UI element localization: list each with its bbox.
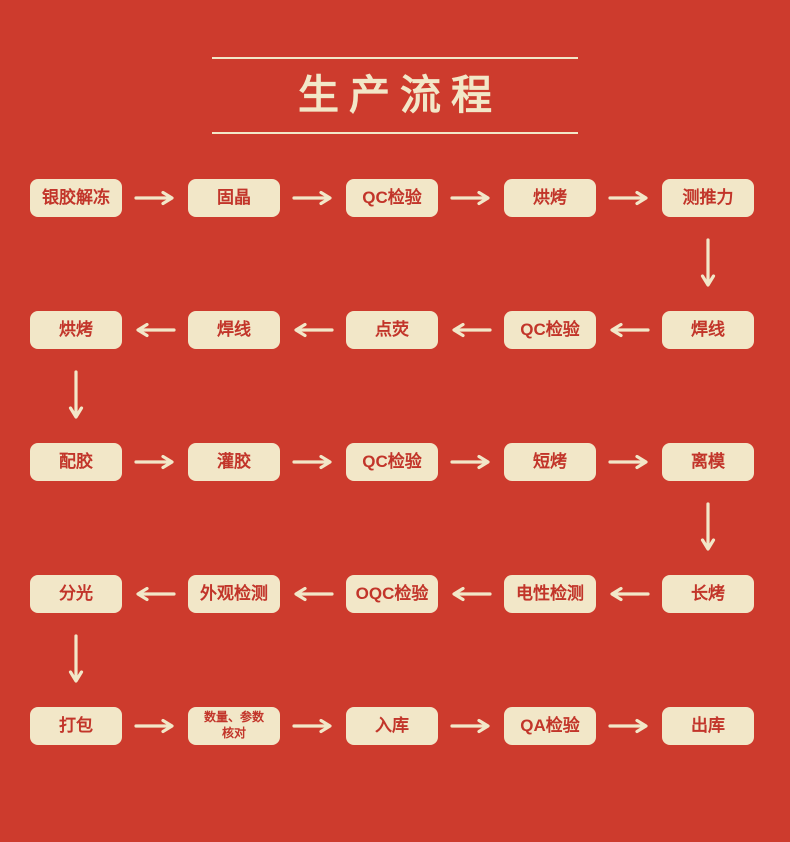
arrow-left-icon: [438, 321, 504, 339]
flow-step: 固晶: [188, 179, 280, 217]
arrow-right-icon: [122, 453, 188, 471]
arrow-down-icon: [699, 500, 717, 556]
arrow-right-icon: [438, 189, 504, 207]
arrow-left-icon: [280, 321, 346, 339]
flow-step: 灌胶: [188, 443, 280, 481]
title-rule-top: [212, 57, 578, 59]
flow-step: 焊线: [662, 311, 754, 349]
flow-row-3: 配胶 灌胶 QC检验 短烤 离模: [30, 443, 754, 481]
flow-step: QA检验: [504, 707, 596, 745]
flow-step: QC检验: [346, 179, 438, 217]
flow-row-4: 分光 外观检测 OQC检验 电性检测 长烤: [30, 575, 754, 613]
arrow-right-icon: [122, 717, 188, 735]
flow-row-1: 银胶解冻 固晶 QC检验 烘烤 测推力: [30, 179, 754, 217]
flow-step: 点荧: [346, 311, 438, 349]
flow-step: 离模: [662, 443, 754, 481]
flow-row-2: 烘烤 焊线 点荧 QC检验 焊线: [30, 311, 754, 349]
flow-step: 入库: [346, 707, 438, 745]
flow-step: 电性检测: [504, 575, 596, 613]
flow-step: QC检验: [346, 443, 438, 481]
title-rule-bottom: [212, 132, 578, 134]
flow-step: 分光: [30, 575, 122, 613]
arrow-down-icon: [67, 632, 85, 688]
flow-step: QC检验: [504, 311, 596, 349]
arrow-down-icon: [67, 368, 85, 424]
flow-step: 烘烤: [504, 179, 596, 217]
flow-step: 出库: [662, 707, 754, 745]
arrow-left-icon: [596, 321, 662, 339]
flow-step: 烘烤: [30, 311, 122, 349]
arrow-right-icon: [596, 189, 662, 207]
flow-step: 外观检测: [188, 575, 280, 613]
arrow-left-icon: [122, 585, 188, 603]
arrow-right-icon: [596, 717, 662, 735]
arrow-right-icon: [280, 189, 346, 207]
flow-step: 测推力: [662, 179, 754, 217]
flow-step: OQC检验: [346, 575, 438, 613]
flow-step: 焊线: [188, 311, 280, 349]
flow-step: 短烤: [504, 443, 596, 481]
arrow-down-icon: [699, 236, 717, 292]
arrow-left-icon: [122, 321, 188, 339]
flow-step: 长烤: [662, 575, 754, 613]
flow-step: 打包: [30, 707, 122, 745]
arrow-right-icon: [596, 453, 662, 471]
flow-row-5: 打包 数量、参数 核对 入库 QA检验 出库: [30, 707, 754, 745]
arrow-left-icon: [280, 585, 346, 603]
arrow-left-icon: [596, 585, 662, 603]
flow-step: 配胶: [30, 443, 122, 481]
flow-step: 银胶解冻: [30, 179, 122, 217]
arrow-right-icon: [280, 453, 346, 471]
arrow-left-icon: [438, 585, 504, 603]
arrow-right-icon: [438, 453, 504, 471]
arrow-right-icon: [122, 189, 188, 207]
arrow-right-icon: [438, 717, 504, 735]
arrow-right-icon: [280, 717, 346, 735]
flow-step: 数量、参数 核对: [188, 707, 280, 745]
page-title: 生产流程: [298, 72, 502, 118]
